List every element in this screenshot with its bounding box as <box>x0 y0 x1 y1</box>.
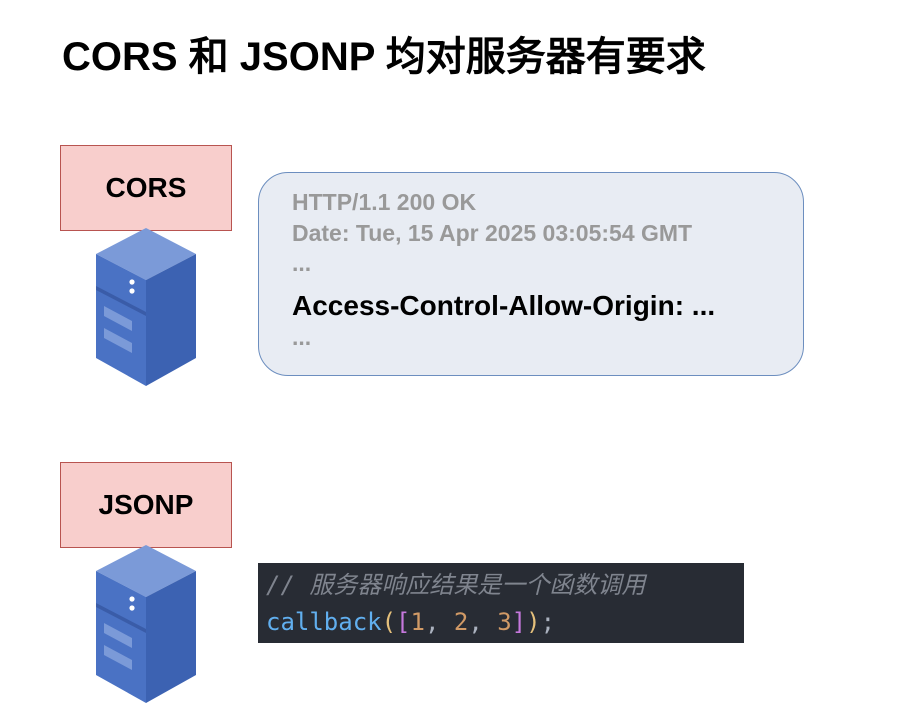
code-close-paren: ) <box>526 608 541 636</box>
cors-allow-origin-header: Access-Control-Allow-Origin: ... <box>292 290 716 321</box>
server-icon <box>96 228 196 386</box>
code-comma: , <box>424 608 454 636</box>
http-ellipsis-top: ... <box>292 250 312 276</box>
code-callback-line: callback([1, 2, 3]); <box>266 604 744 641</box>
http-ellipsis-bottom: ... <box>292 324 312 350</box>
page-title: CORS 和 JSONP 均对服务器有要求 <box>62 35 706 79</box>
jsonp-code-block: // 服务器响应结果是一个函数调用 callback([1, 2, 3]); <box>258 563 744 643</box>
code-fn-name: callback <box>266 608 382 636</box>
code-open-bracket: [ <box>396 608 411 636</box>
code-semicolon: ; <box>540 608 556 636</box>
jsonp-label: JSONP <box>60 462 232 548</box>
cors-label: CORS <box>60 145 232 231</box>
code-comma: , <box>468 608 498 636</box>
server-icon <box>96 545 196 703</box>
http-response-card: HTTP/1.1 200 OK Date: Tue, 15 Apr 2025 0… <box>258 172 804 376</box>
code-number: 2 <box>453 608 469 636</box>
code-number: 1 <box>410 608 425 636</box>
http-date-line: Date: Tue, 15 Apr 2025 03:05:54 GMT <box>292 220 693 246</box>
code-number: 3 <box>497 608 512 636</box>
code-open-paren: ( <box>381 608 397 636</box>
code-comment: // 服务器响应结果是一个函数调用 <box>266 571 646 599</box>
code-close-bracket: ] <box>511 608 527 636</box>
http-status-line: HTTP/1.1 200 OK <box>292 189 477 215</box>
